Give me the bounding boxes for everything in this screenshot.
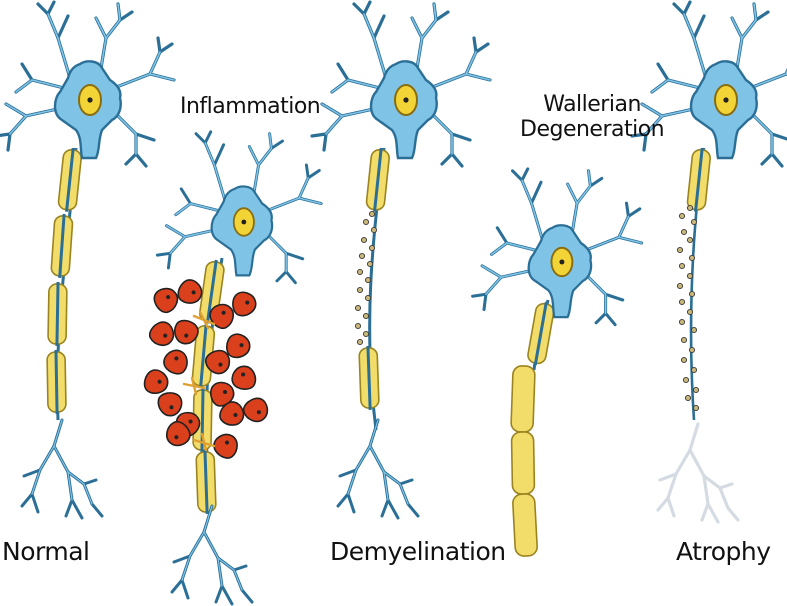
label-atrophy: Atrophy [676,538,771,567]
cell-body-inflammation [157,132,321,283]
myelin-debris-demyelination [355,211,376,344]
label-wallerian-line1: Wallerian [520,92,664,117]
neuron-atrophy [632,2,787,522]
axon-terminal-normal [22,420,102,518]
neuron-normal [0,2,174,518]
label-inflammation: Inflammation [180,94,320,119]
neuron-inflammation [140,132,321,604]
label-wallerian-line2: Degeneration [520,117,664,142]
neuron-wallerian-degeneration [473,169,642,557]
label-demyelination: Demyelination [330,538,506,567]
cell-body-normal [0,2,174,166]
axon-terminal-demyelination [338,420,418,518]
axon-terminal-inflammation [172,506,252,604]
fragmented-myelin [511,366,538,557]
cell-body-wallerian [473,169,642,325]
label-wallerian-degeneration: Wallerian Degeneration [520,92,664,143]
axon-terminal-atrophy [658,424,738,522]
myelin-sheath-normal [47,147,82,414]
cell-body-demyelination [312,2,490,166]
label-normal: Normal [2,538,89,567]
neuron-demyelination [312,2,490,518]
